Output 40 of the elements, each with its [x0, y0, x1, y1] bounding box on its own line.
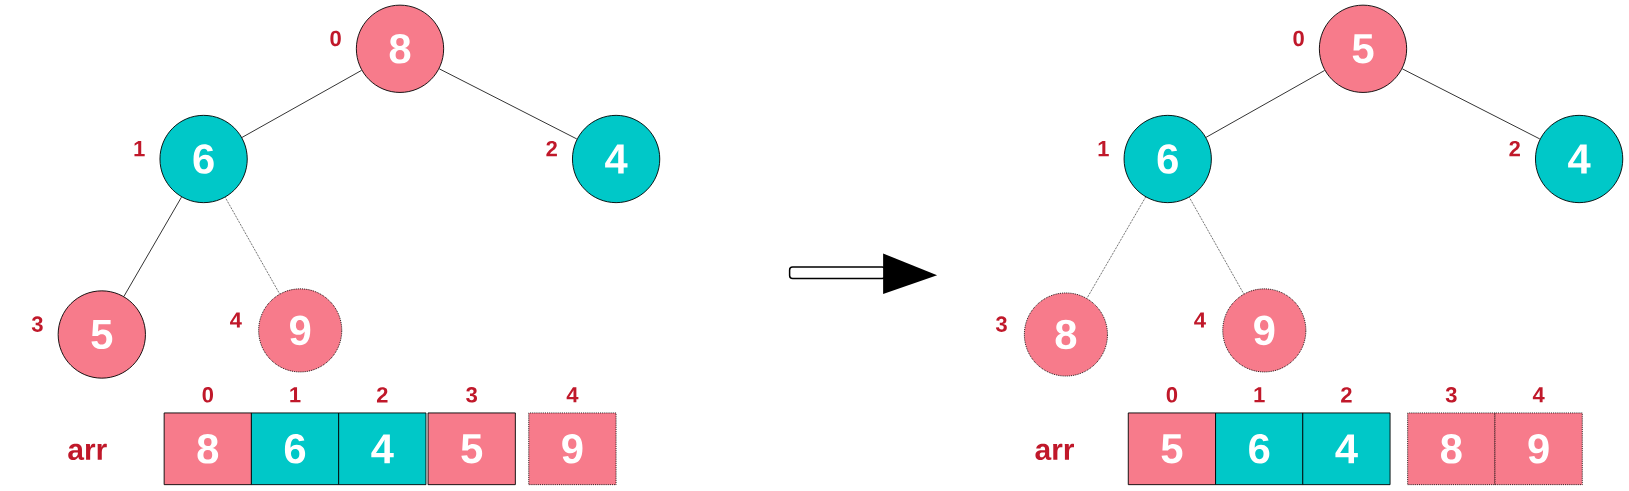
index-label: 4	[566, 387, 579, 403]
index-label: 1	[290, 387, 301, 403]
index-label: 2	[377, 387, 388, 403]
index-label: 3	[31, 316, 43, 332]
tree-edge	[1086, 196, 1146, 299]
array-cell: 9	[528, 412, 617, 486]
array-name: arr	[1035, 443, 1074, 461]
index-label: 4	[1532, 387, 1545, 403]
array-cell: 9	[1494, 412, 1583, 486]
array-cell: 4	[1302, 412, 1391, 486]
index-label: 0	[330, 30, 341, 47]
array-cell: 8	[1407, 412, 1496, 486]
tree-edge	[1188, 197, 1245, 295]
index-label: 0	[1166, 387, 1178, 403]
tree-edge	[241, 69, 362, 138]
array-name: arr	[68, 443, 107, 461]
array-cell: 8	[163, 412, 252, 486]
index-label: 3	[1445, 387, 1457, 403]
index-label: 3	[466, 387, 477, 403]
index-label: 0	[1293, 30, 1304, 47]
index-label: 2	[1341, 387, 1352, 403]
array-cell: 5	[427, 412, 516, 486]
tree-edge	[224, 197, 280, 295]
index-label: 2	[1509, 140, 1520, 157]
array-cell: 6	[250, 412, 340, 486]
index-label: 1	[1098, 141, 1109, 157]
tree-edge	[438, 68, 578, 140]
index-label: 2	[546, 140, 557, 157]
tree-edge	[1205, 70, 1325, 138]
index-label: 1	[134, 141, 145, 157]
array-cell: 6	[1215, 412, 1304, 486]
index-label: 0	[202, 387, 213, 403]
tree-edge	[1401, 68, 1541, 140]
array-cell: 5	[1127, 412, 1216, 486]
index-label: 4	[1194, 312, 1206, 328]
array-cell: 4	[338, 412, 427, 486]
index-label: 3	[995, 316, 1007, 332]
index-label: 4	[230, 312, 242, 328]
index-label: 1	[1254, 387, 1265, 403]
tree-edge	[123, 196, 182, 297]
